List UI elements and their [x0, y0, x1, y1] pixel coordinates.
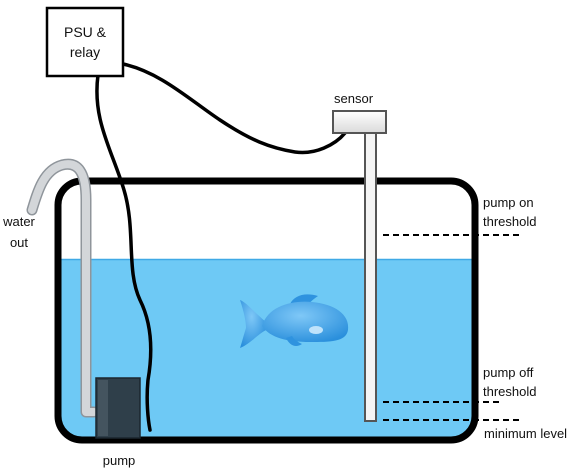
- sensor-probe: [364, 132, 377, 422]
- sensor-label: sensor: [334, 91, 374, 106]
- fish-body: [262, 301, 349, 342]
- fish-tail: [240, 300, 266, 348]
- pump-on-label-line2: threshold: [483, 214, 536, 229]
- psu-label-line1: PSU &: [64, 24, 107, 40]
- pump-off-label-line2: threshold: [483, 384, 536, 399]
- fish-bottom-fin: [286, 336, 302, 346]
- water-out-label-line2: out: [10, 235, 28, 250]
- hose: [28, 160, 98, 416]
- fish-illustration: [240, 294, 349, 348]
- pump-on-label-line1: pump on: [483, 195, 534, 210]
- tank: [54, 177, 479, 444]
- psu-relay-box: [45, 6, 125, 78]
- pump-off-label-line1: pump off: [483, 365, 534, 380]
- pump-highlight: [98, 380, 108, 436]
- sensor-head: [332, 110, 387, 134]
- psu-label-line2: relay: [70, 44, 100, 60]
- pump-cable: [95, 73, 153, 432]
- fish-eye-patch: [309, 326, 323, 334]
- sensor-cable: [121, 62, 347, 155]
- water-out-label-line1: water: [2, 214, 35, 229]
- minimum-level-label: minimum level: [484, 426, 567, 441]
- pump-label: pump: [103, 453, 136, 468]
